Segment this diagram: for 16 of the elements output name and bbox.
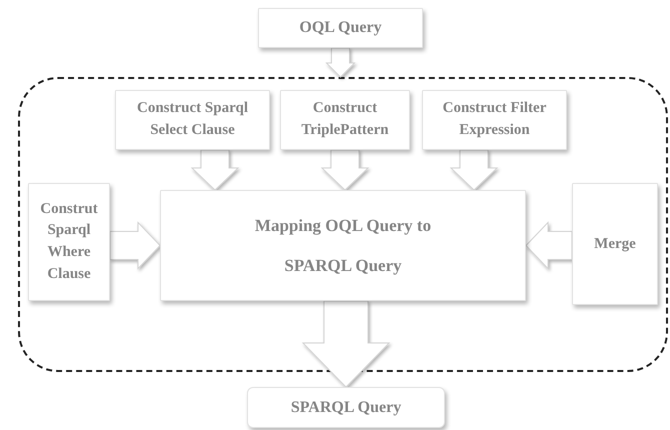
dashed-group-outline [18, 77, 668, 372]
process-box: Construct TriplePattern [280, 90, 410, 150]
block-arrow [325, 48, 356, 78]
block-arrow [320, 150, 370, 191]
process-box: Construct Sparql Select Clause [115, 90, 270, 150]
block-arrow [190, 150, 240, 191]
block-arrow [110, 221, 161, 270]
process-box: Merge [572, 183, 658, 305]
process-box: Construct Filter Expression [422, 90, 567, 150]
process-box: OQL Query [258, 8, 423, 48]
process-box: Construt Sparql Where Clause [28, 183, 110, 301]
block-arrow [450, 150, 498, 191]
process-box: SPARQL Query [247, 387, 445, 428]
block-arrow [525, 221, 572, 270]
process-box: Mapping OQL Query to SPARQL Query [160, 190, 526, 301]
block-arrow [302, 300, 390, 388]
